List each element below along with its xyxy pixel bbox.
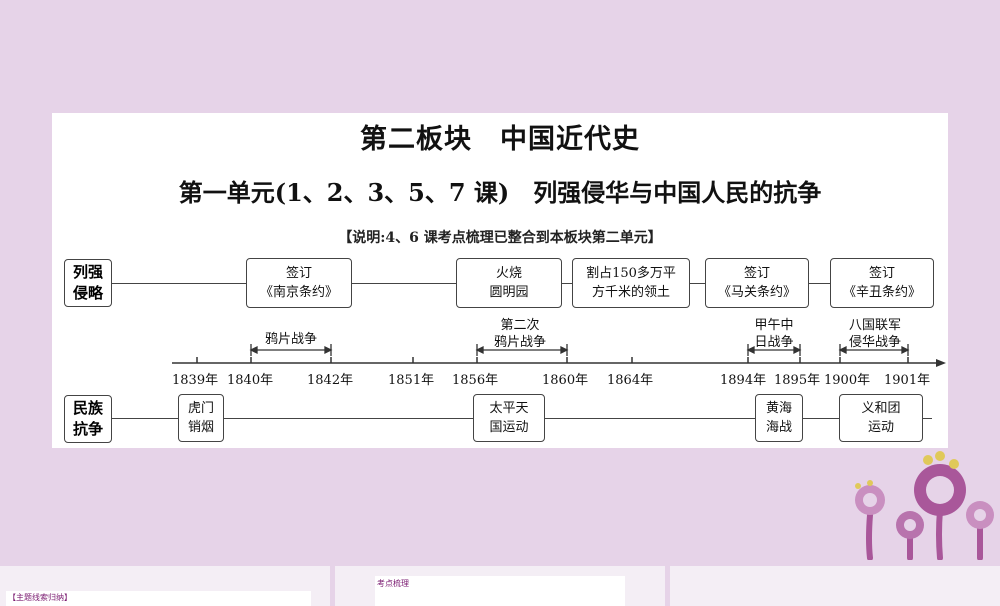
- year-1895: 1895年: [774, 373, 821, 388]
- year-1856: 1856年: [452, 373, 499, 388]
- year-1840: 1840年: [227, 373, 274, 388]
- row-label-resistance: 民族 抗争: [64, 395, 112, 443]
- event-nanjing-treaty: 签订 《南京条约》: [246, 258, 352, 308]
- war-second-opium: 第二次 鸦片战争: [493, 318, 546, 350]
- timeline-axis: [172, 344, 946, 367]
- thumbnail-right[interactable]: [670, 566, 1000, 606]
- explanation-note: 【说明:4、6 课考点梳理已整合到本板块第二单元】: [338, 230, 662, 246]
- event-burn-yuanmingyuan: 火烧 圆明园: [456, 258, 562, 308]
- thumbnail-middle-header: 考点梳理: [377, 579, 409, 588]
- year-1900: 1900年: [824, 373, 871, 388]
- event-humen-opium-destruction: 虎门 销烟: [178, 394, 224, 442]
- event-shimonoseki-treaty: 签订 《马关条约》: [705, 258, 809, 308]
- thumbnail-left[interactable]: 【主题线索归纳】: [0, 566, 330, 606]
- page-title: 第二板块 中国近代史: [360, 124, 640, 155]
- year-1901: 1901年: [884, 373, 931, 388]
- unit-subtitle: 第一单元(1、2、3、5、7 课) 列强侵华与中国人民的抗争: [178, 178, 822, 207]
- thumbnail-middle[interactable]: 考点梳理: [335, 566, 665, 606]
- thumbnail-middle-page: [375, 576, 625, 606]
- event-territory-loss: 割占150多万平 方千米的领土: [572, 258, 690, 308]
- event-taiping-movement: 太平天 国运动: [473, 394, 545, 442]
- thumbnail-left-header: 【主题线索归纳】: [8, 593, 72, 602]
- event-boxer-protocol: 签订 《辛丑条约》: [830, 258, 934, 308]
- year-1839: 1839年: [172, 373, 219, 388]
- year-1894: 1894年: [720, 373, 767, 388]
- event-yellow-sea-battle: 黄海 海战: [755, 394, 803, 442]
- event-boxer-movement: 义和团 运动: [839, 394, 923, 442]
- flower-decoration: [855, 451, 994, 560]
- year-1842: 1842年: [307, 373, 354, 388]
- war-eight-nation: 八国联军 侵华战争: [848, 318, 901, 350]
- year-1860: 1860年: [542, 373, 589, 388]
- content-panel: 第二板块 中国近代史 第一单元(1、2、3、5、7 课) 列强侵华与中国人民的抗…: [52, 113, 948, 448]
- war-sino-japanese: 甲午中 日战争: [754, 318, 794, 350]
- row-label-aggression: 列强 侵略: [64, 259, 112, 307]
- year-1864: 1864年: [607, 373, 654, 388]
- year-1851: 1851年: [388, 373, 435, 388]
- war-opium: 鸦片战争: [264, 332, 317, 347]
